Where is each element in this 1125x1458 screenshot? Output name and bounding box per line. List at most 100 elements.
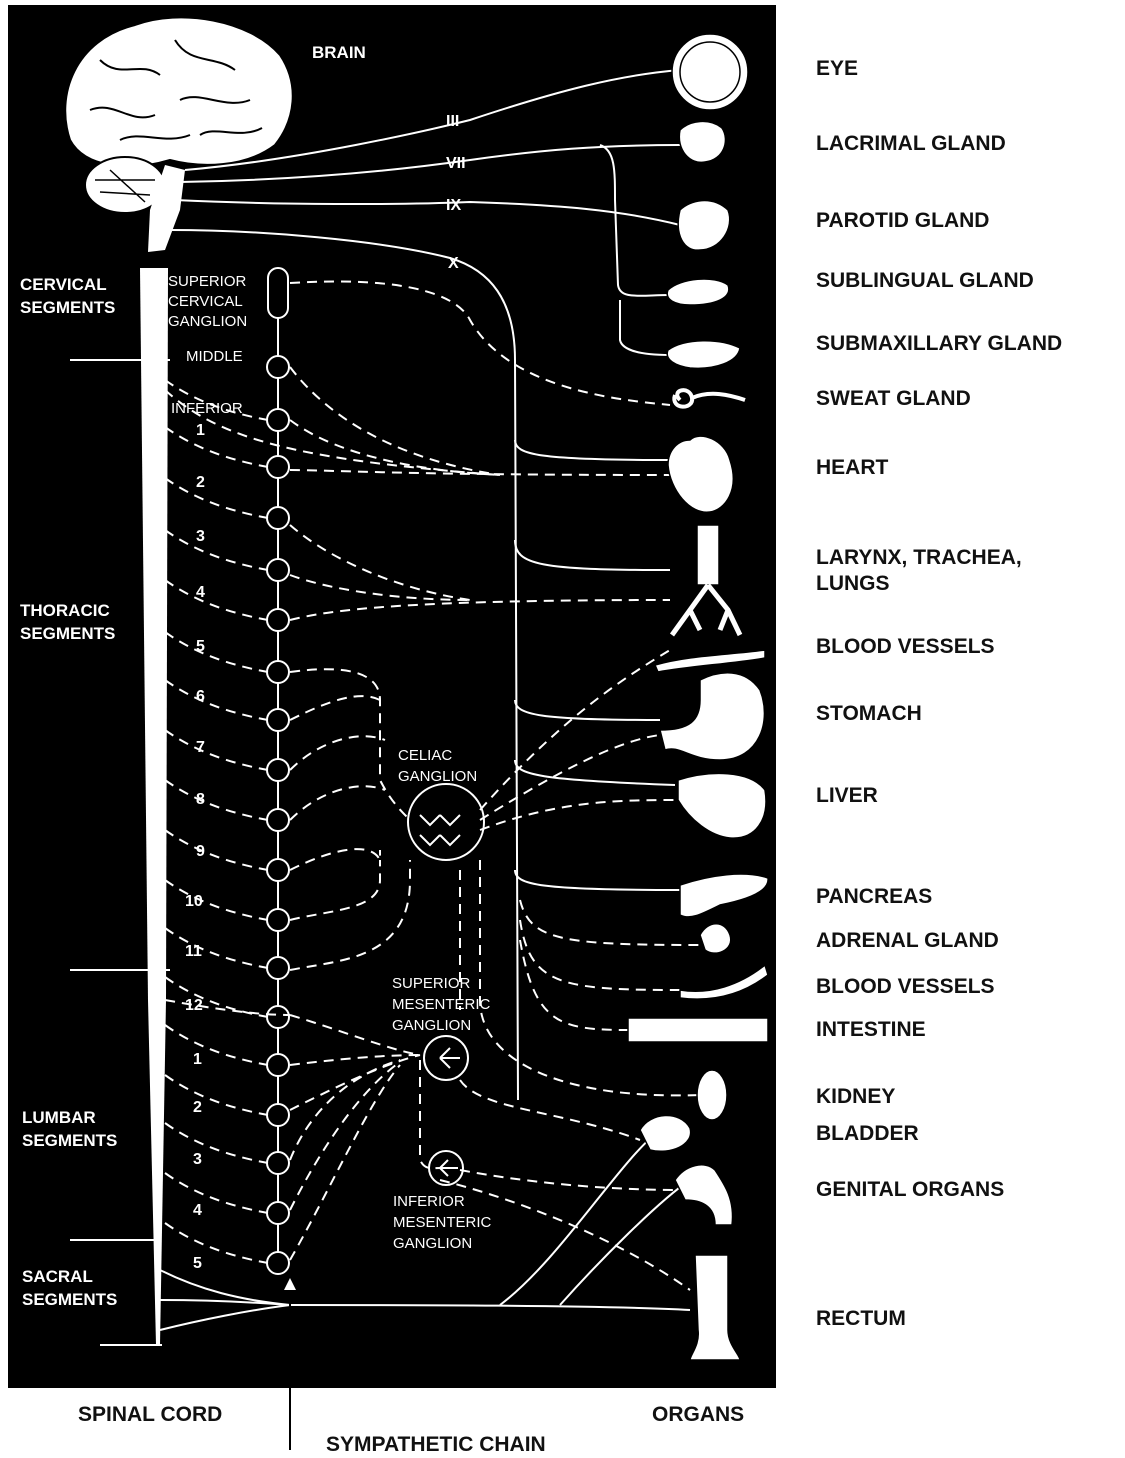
- genital-organs-icon: [675, 1165, 733, 1225]
- lacrimal-gland-icon: [679, 121, 725, 162]
- thoracic-number-5: 5: [196, 638, 205, 655]
- sublingual-gland-icon: [667, 279, 729, 305]
- organ-label-13: ADRENAL GLAND: [816, 928, 999, 954]
- cord-fibre-13: [165, 977, 268, 1017]
- organ-label-12: PANCREAS: [816, 884, 932, 910]
- cord-fibre-4: [165, 530, 268, 570]
- chain-ganglion-17: [267, 1152, 289, 1174]
- thoracic-number-8: 8: [196, 791, 205, 808]
- sweat-gland-icon: [674, 390, 745, 406]
- cord-fibre-16: [165, 1123, 268, 1163]
- liver-icon: [678, 773, 766, 838]
- chain-ganglion-9: [267, 759, 289, 781]
- lumbar-number-3: 3: [193, 1151, 202, 1168]
- cranial-nerve-x: X: [448, 255, 459, 272]
- organ-label-11: LIVER: [816, 783, 878, 809]
- submaxillary-gland-icon: [667, 341, 740, 369]
- organ-label-19: RECTUM: [816, 1306, 906, 1332]
- trachea-lungs-icon: [672, 525, 740, 635]
- heart-icon: [668, 436, 733, 512]
- organ-label-8: LARYNX, TRACHEA, LUNGS: [816, 545, 1022, 597]
- organ-label-1: EYE: [816, 56, 858, 82]
- cord-fibre-3: [165, 478, 268, 518]
- thoracic-number-7: 7: [196, 739, 205, 756]
- organ-label-17: BLADDER: [816, 1121, 919, 1147]
- organ-label-5: SUBMAXILLARY GLAND: [816, 331, 1062, 357]
- organ-label-6: SWEAT GLAND: [816, 386, 971, 412]
- eye-icon: [672, 34, 756, 110]
- sympathetic-chain-arrowhead: [284, 1278, 296, 1290]
- cord-fibre-8: [165, 730, 268, 770]
- organ-label-14: BLOOD VESSELS: [816, 974, 995, 1000]
- cord-to-chain-fibres: [165, 380, 268, 1263]
- chain-ganglion-1: [267, 356, 289, 378]
- pancreas-icon: [680, 874, 768, 917]
- superior-mesenteric-ganglion: [424, 1036, 468, 1080]
- organ-illustrations: [628, 34, 768, 1360]
- organ-label-2: LACRIMAL GLAND: [816, 131, 1006, 157]
- thoracic-number-3: 3: [196, 528, 205, 545]
- organ-label-18: GENITAL ORGANS: [816, 1177, 1004, 1203]
- organs-caption: ORGANS: [652, 1403, 744, 1427]
- organ-label-4: SUBLINGUAL GLAND: [816, 268, 1034, 294]
- cranial-nerve-ix: IX: [446, 197, 461, 214]
- chain-ganglion-19: [267, 1252, 289, 1274]
- chain-ganglion-18: [267, 1202, 289, 1224]
- cord-fibre-9: [165, 780, 268, 820]
- thoracic-number-6: 6: [196, 688, 205, 705]
- cord-fibre-6: [165, 632, 268, 672]
- inferior-ganglion-label: INFERIOR: [171, 400, 243, 417]
- thoracic-number-1: 1: [196, 422, 205, 439]
- lumbar-number-2: 2: [193, 1099, 202, 1116]
- cord-fibre-2: [165, 427, 268, 467]
- organ-label-7: HEART: [816, 455, 888, 481]
- chain-ganglion-8: [267, 709, 289, 731]
- thoracic-number-4: 4: [196, 584, 205, 601]
- chain-ganglion-5: [267, 559, 289, 581]
- cord-fibre-10: [165, 830, 268, 870]
- thoracic-number-12: 12: [185, 997, 203, 1014]
- thoracic-number-2: 2: [196, 474, 205, 491]
- cranial-nerve-iii: III: [446, 113, 459, 130]
- organ-label-16: KIDNEY: [816, 1084, 895, 1110]
- brain-label: BRAIN: [312, 43, 366, 62]
- chain-ganglion-15: [267, 1054, 289, 1076]
- blood-vessels-icon: [655, 650, 765, 672]
- lumbar-number-1: 1: [193, 1051, 202, 1068]
- cord-fibre-15: [165, 1075, 268, 1115]
- thoracic-number-9: 9: [196, 843, 205, 860]
- chain-ganglion-16: [267, 1104, 289, 1126]
- adrenal-gland-icon: [700, 924, 731, 953]
- cord-fibre-18: [165, 1223, 268, 1263]
- chain-ganglion-3: [267, 456, 289, 478]
- cord-fibre-11: [165, 880, 268, 920]
- blood-vessels-2-icon: [680, 965, 768, 999]
- lumbar-number-4: 4: [193, 1202, 202, 1219]
- sacral-segments-label: SACRALSEGMENTS: [22, 1267, 117, 1309]
- chain-ganglion-11: [267, 859, 289, 881]
- cord-fibre-7: [165, 680, 268, 720]
- chain-ganglion-12: [267, 909, 289, 931]
- spinal-cord-caption: SPINAL CORD: [78, 1403, 222, 1427]
- cord-fibre-17: [165, 1173, 268, 1213]
- chain-ganglion-4: [267, 507, 289, 529]
- middle-ganglion-label: MIDDLE: [186, 348, 243, 365]
- celiac-ganglion: [408, 784, 484, 860]
- chain-ganglion-13: [267, 957, 289, 979]
- chain-ganglion-10: [267, 809, 289, 831]
- bladder-icon: [640, 1115, 691, 1151]
- chain-ganglion-14: [267, 1006, 289, 1028]
- chain-ganglion-7: [267, 661, 289, 683]
- stomach-icon: [660, 673, 764, 760]
- organ-label-9: BLOOD VESSELS: [816, 634, 995, 660]
- kidney-icon: [697, 1070, 727, 1120]
- chain-ganglion-6: [267, 609, 289, 631]
- organ-label-3: PAROTID GLAND: [816, 208, 989, 234]
- cranial-nerve-lines: [170, 70, 680, 1100]
